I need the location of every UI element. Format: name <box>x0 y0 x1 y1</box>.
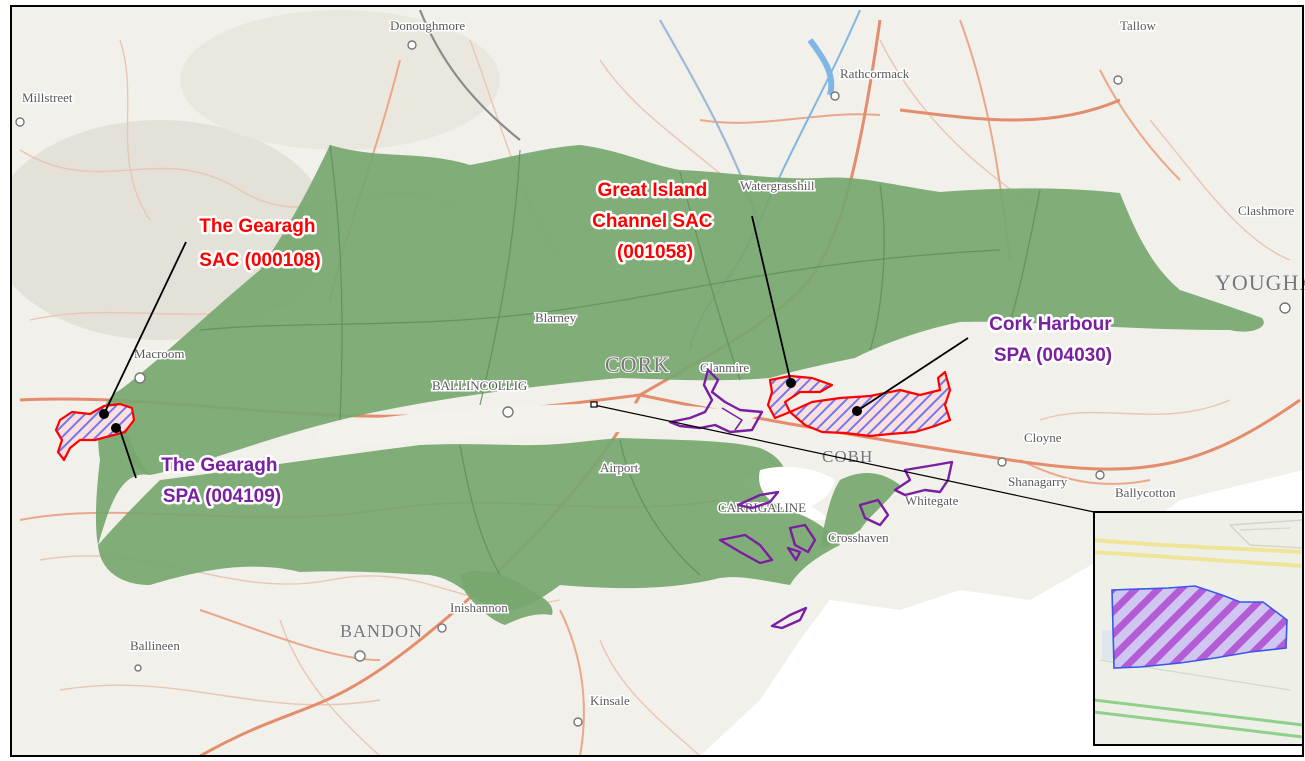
spa-polygon <box>718 533 774 565</box>
spa-polygon <box>788 523 817 554</box>
place-millstreet: Millstreet <box>22 90 73 105</box>
label-great-island-line3: (001058) <box>617 242 693 263</box>
place-tallow: Tallow <box>1120 18 1157 33</box>
place-watergrasshill: Watergrasshill <box>740 178 815 193</box>
place-airport: Airport <box>600 460 639 475</box>
spa-polygon <box>736 490 780 510</box>
place-ballineen: Ballineen <box>130 638 180 653</box>
catchment-polygon <box>119 145 1264 475</box>
town-markers <box>15 40 1291 727</box>
great-island-point <box>786 378 796 388</box>
gearagh-spa-point <box>111 423 121 433</box>
catchment-polygon <box>820 473 900 548</box>
place-carrigaline: CARRIGALINE <box>718 500 806 515</box>
place-youghal: YOUGHA <box>1215 270 1305 295</box>
label-great-island-sac: Great Island Channel SAC (001058) <box>592 180 718 263</box>
sac-polygon <box>54 402 136 462</box>
label-cork-harbour-line2: SPA (004030) <box>994 345 1112 366</box>
spa-polygon <box>786 546 802 562</box>
label-great-island-line1: Great Island <box>597 180 707 201</box>
label-gearagh-spa-line1: The Gearagh <box>161 455 277 476</box>
spa-polygon <box>668 368 764 434</box>
spa-polygon <box>721 407 743 431</box>
label-great-island-line2: Channel SAC <box>592 211 713 232</box>
catchment-polygon <box>98 438 840 612</box>
map-frame <box>10 5 1304 757</box>
place-clashmore: Clashmore <box>1238 203 1295 218</box>
place-rathcormack: Rathcormack <box>840 66 910 81</box>
site-locator-box <box>590 401 598 408</box>
harbour-water <box>759 466 835 510</box>
label-gearagh-sac: The Gearagh SAC (000108) <box>199 216 320 271</box>
place-shanagarry: Shanagarry <box>1008 474 1068 489</box>
place-ballincollig: BALLINCOLLIG <box>432 378 527 393</box>
gearagh-sac-point <box>99 409 109 419</box>
place-macroom: Macroom <box>134 346 185 361</box>
spa-polygon <box>770 606 808 630</box>
place-whitegate: Whitegate <box>905 493 959 508</box>
label-gearagh-spa-line2: SPA (004109) <box>163 486 281 507</box>
place-labels: Millstreet Donoughmore Rathcormack Tallo… <box>21 17 1305 710</box>
sac-polygon <box>766 374 834 420</box>
leader-lines <box>103 215 1095 513</box>
cork-harbour-point <box>852 406 862 416</box>
label-cork-harbour-spa: Cork Harbour SPA (004030) <box>989 314 1117 366</box>
place-cork: CORK <box>605 352 670 377</box>
label-gearagh-spa: The Gearagh SPA (004109) <box>161 455 282 507</box>
spa-polygon <box>893 460 954 497</box>
place-kinsale: Kinsale <box>590 693 630 708</box>
place-bandon: BANDON <box>340 621 423 641</box>
site-boundary-polygon <box>1111 585 1288 669</box>
sac-polygon <box>788 370 952 438</box>
place-ballycotton: Ballycotton <box>1115 485 1176 500</box>
catchment-polygon <box>460 570 553 625</box>
spa-sites <box>98 368 954 630</box>
label-gearagh-sac-line1: The Gearagh <box>199 216 315 237</box>
place-blarney: Blarney <box>535 310 577 325</box>
spa-polygon <box>858 498 890 527</box>
inset-map <box>1093 511 1304 746</box>
place-cloyne: Cloyne <box>1024 430 1062 445</box>
catchment-area <box>95 144 1264 625</box>
sac-sites <box>54 370 952 462</box>
label-cork-harbour-line1: Cork Harbour <box>989 314 1112 335</box>
site-markers <box>99 378 862 433</box>
callout-labels: The Gearagh SAC (000108) The Gearagh SPA… <box>159 178 1117 510</box>
river-channel <box>315 403 760 450</box>
label-gearagh-sac-line2: SAC (000108) <box>199 250 320 271</box>
place-donoughmore: Donoughmore <box>390 18 465 33</box>
place-inishannon: Inishannon <box>450 600 508 615</box>
place-crosshaven: Crosshaven <box>828 530 889 545</box>
